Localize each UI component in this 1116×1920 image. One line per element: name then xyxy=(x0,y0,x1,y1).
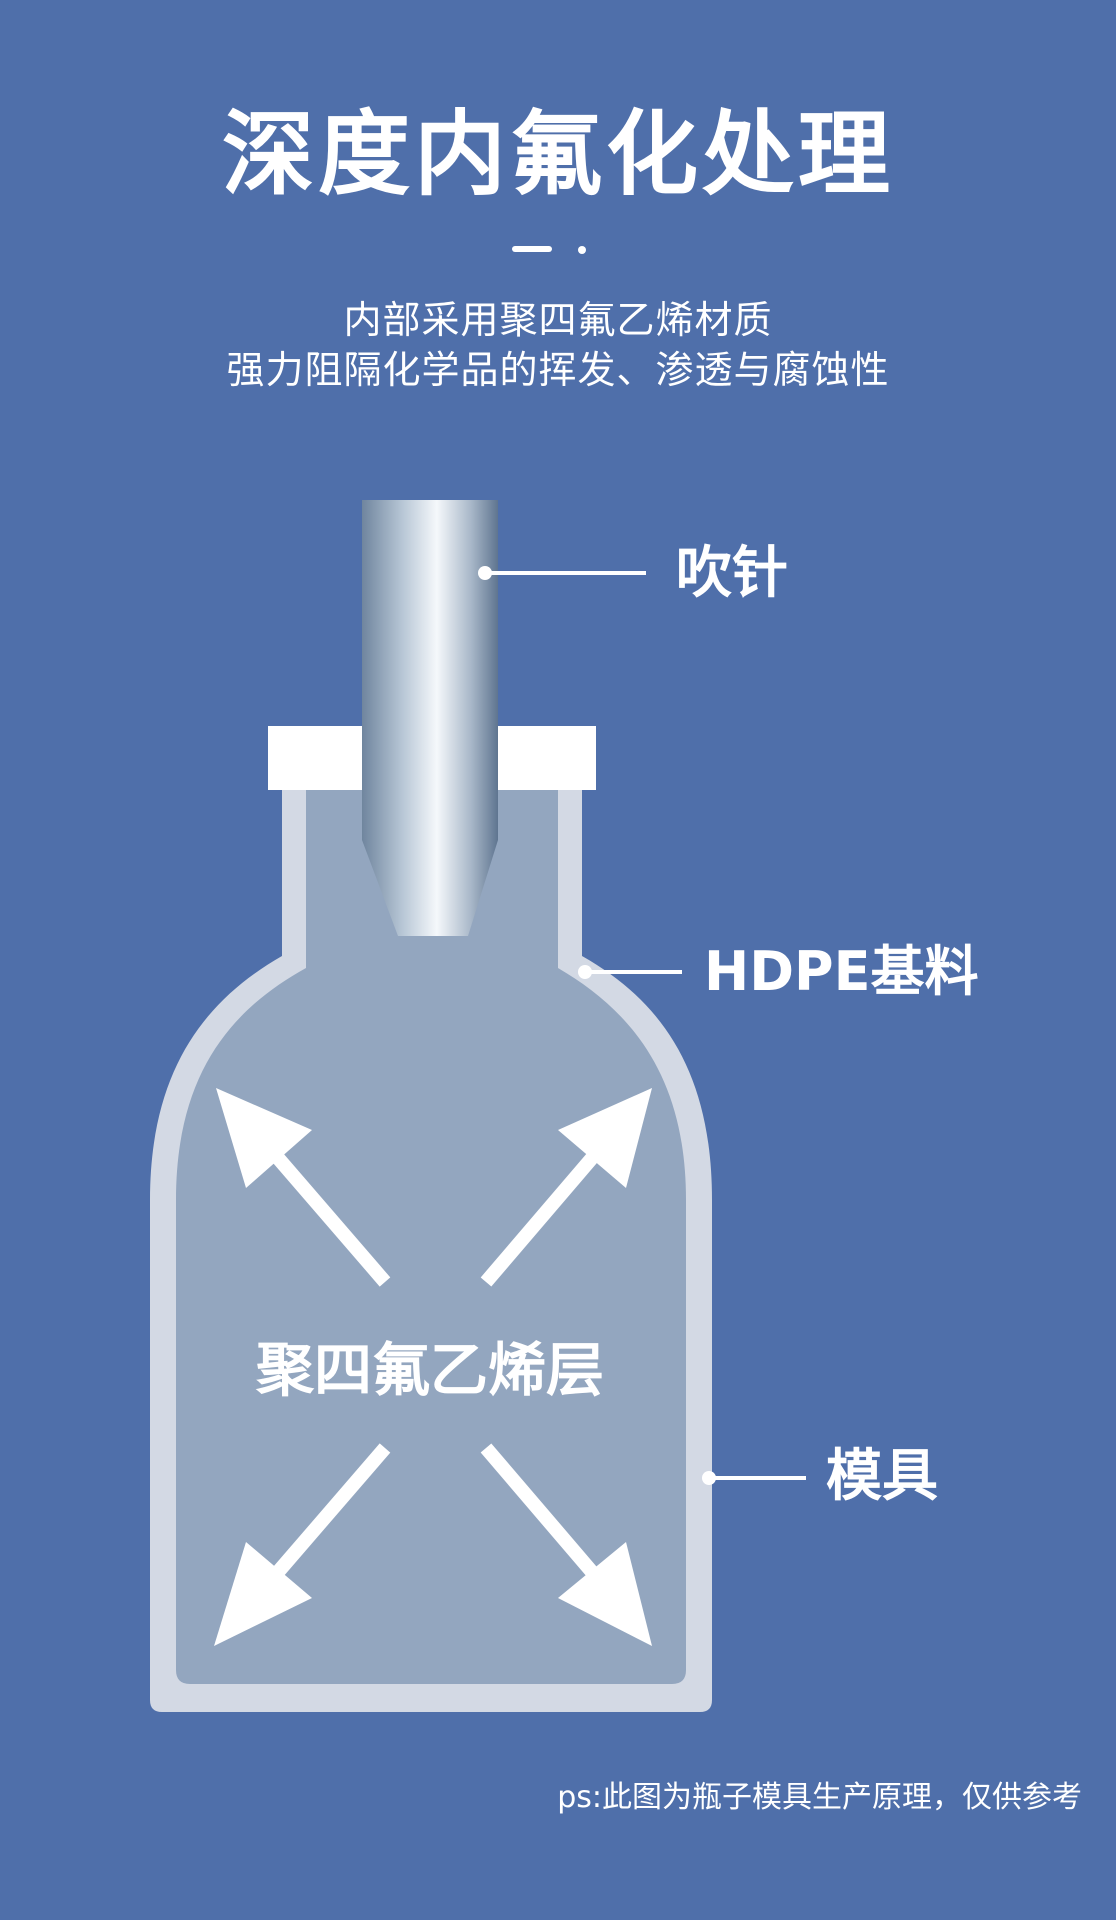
page-title: 深度内氟化处理 xyxy=(221,101,894,208)
title-divider-dot xyxy=(578,246,586,254)
label-mold: 模具 xyxy=(826,1444,938,1509)
title-divider xyxy=(512,246,552,252)
arrow-down-right-icon xyxy=(480,1443,652,1646)
arrow-down-left-icon xyxy=(214,1443,391,1646)
subtitle-line-2: 强力阻隔化学品的挥发、渗透与腐蚀性 xyxy=(226,348,890,392)
blow-needle xyxy=(362,500,498,936)
footnote: ps:此图为瓶子模具生产原理，仅供参考 xyxy=(557,1780,1082,1815)
subtitle-line-1: 内部采用聚四氟乙烯材质 xyxy=(343,298,773,342)
arrow-up-right-icon xyxy=(480,1088,652,1287)
leader-hdpe xyxy=(578,965,682,979)
leader-mold xyxy=(702,1471,806,1485)
hdpe-bottle-interior xyxy=(176,790,686,1684)
leader-needle xyxy=(478,566,646,580)
label-blow-needle: 吹针 xyxy=(676,541,788,606)
label-ptfe-layer: 聚四氟乙烯层 xyxy=(255,1336,604,1404)
label-hdpe-base: HDPE基料 xyxy=(704,940,979,1003)
arrow-up-left-icon xyxy=(216,1088,391,1287)
